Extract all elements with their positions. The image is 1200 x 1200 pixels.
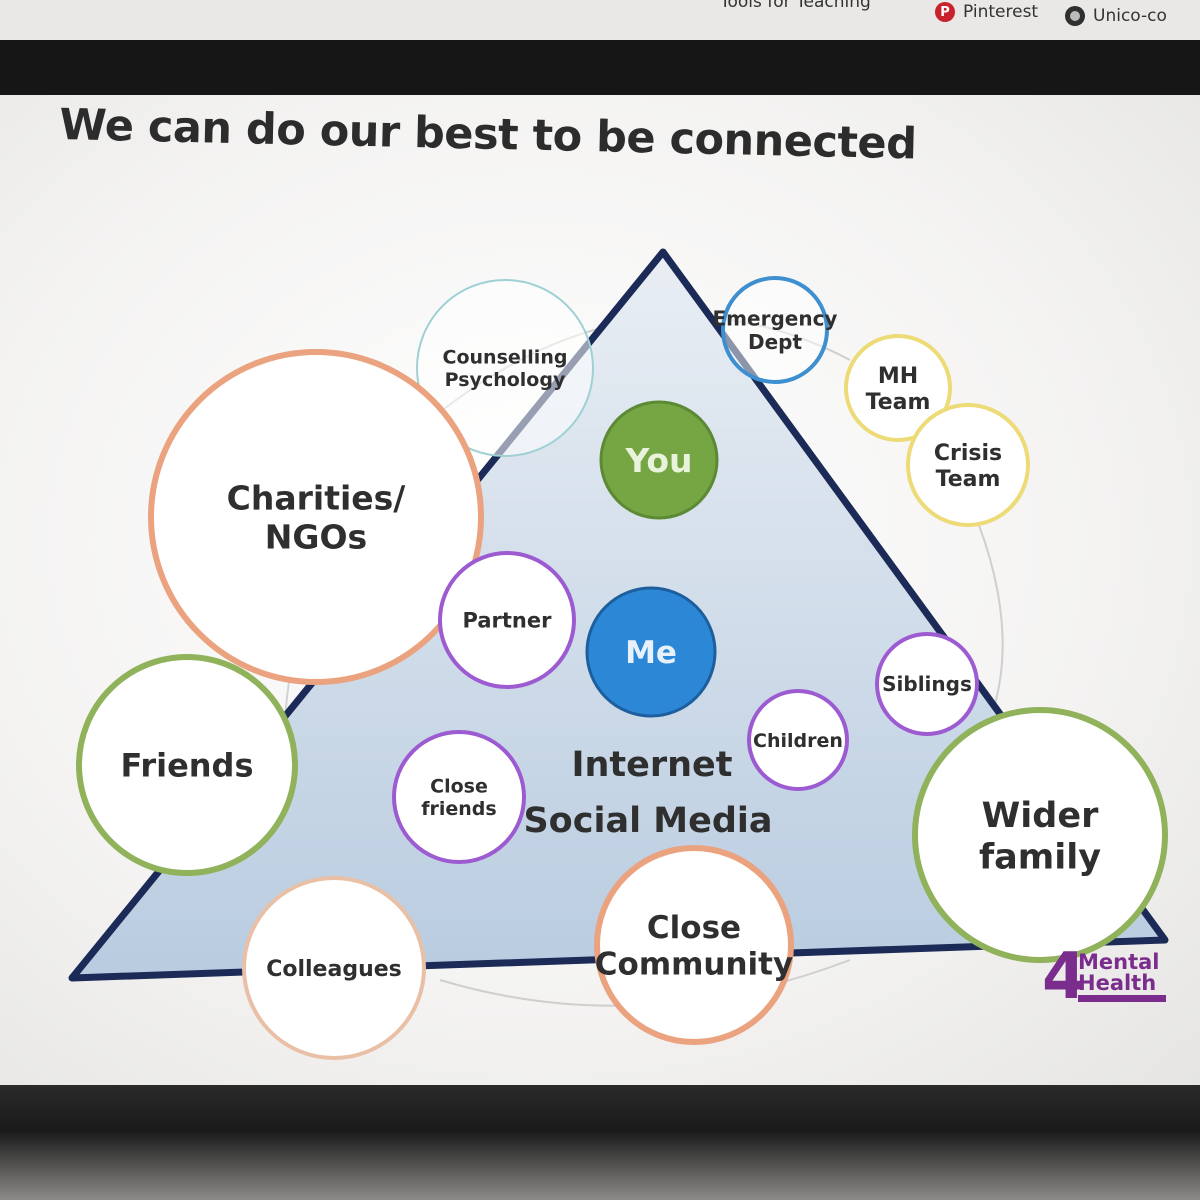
bookmark-unico-co[interactable]: Unico-co <box>1065 6 1167 26</box>
node-label: friends <box>421 798 496 820</box>
node-you: You <box>599 400 719 520</box>
node-friends: Friends <box>76 654 298 876</box>
node-label: Counselling <box>443 347 568 369</box>
monitor-bezel-bottom <box>0 1085 1200 1200</box>
node-label: Team <box>866 390 931 415</box>
node-circle <box>599 400 719 520</box>
globe-icon <box>1065 6 1085 26</box>
node-circle <box>416 279 594 457</box>
bookmark-label: Unico-co <box>1093 6 1167 26</box>
node-label: Team <box>936 467 1001 492</box>
logo-tagline-bar <box>1078 995 1166 1002</box>
node-circle <box>844 334 952 442</box>
logo-word-2: Health <box>1078 971 1157 995</box>
bookmark-pinterest[interactable]: P Pinterest <box>935 2 1038 22</box>
node-label: Wider <box>982 796 1099 836</box>
node-label: MH <box>878 364 918 389</box>
pinterest-icon: P <box>935 2 955 22</box>
bookmark-label: Tools for Teaching <box>720 0 871 12</box>
node-label: Charities/ <box>227 478 407 517</box>
node-label: Me <box>625 635 677 671</box>
node-label: Colleagues <box>266 957 402 982</box>
node-label: Psychology <box>445 369 566 391</box>
bookmark-tools-for-teaching[interactable]: Tools for Teaching <box>720 0 871 14</box>
center-label-line-1: Internet <box>571 745 732 785</box>
node-charities: Charities/NGOs <box>148 349 484 685</box>
monitor-bezel-top <box>0 40 1200 95</box>
4-mental-health-logo: 4 Mental Health <box>1040 945 1170 1025</box>
node-label: Crisis <box>934 441 1002 466</box>
node-label: Community <box>595 946 793 982</box>
node-colleagues: Colleagues <box>242 876 426 1060</box>
bookmark-label: Pinterest <box>963 2 1039 22</box>
node-label: You <box>624 441 692 480</box>
logo-word-1: Mental <box>1078 950 1160 974</box>
node-circle <box>594 845 794 1045</box>
node-label: Dept <box>748 330 802 354</box>
node-label: Close <box>647 910 741 946</box>
node-siblings: Siblings <box>875 632 979 736</box>
node-label: Partner <box>463 609 553 633</box>
node-circle <box>392 730 526 864</box>
node-circle <box>438 551 576 689</box>
center-label-line-2: Social Media <box>523 801 772 841</box>
node-me: Me <box>585 586 717 718</box>
node-circle <box>721 276 829 384</box>
node-label: family <box>979 837 1101 877</box>
node-circle <box>242 876 426 1060</box>
node-label: Emergency <box>713 306 838 330</box>
node-label: Close <box>430 776 488 798</box>
node-circle <box>76 654 298 876</box>
node-label: NGOs <box>265 517 367 556</box>
node-circle <box>912 707 1168 963</box>
node-children: Children <box>747 689 849 791</box>
node-circle <box>906 403 1030 527</box>
node-label: Siblings <box>882 672 972 696</box>
node-circle <box>747 689 849 791</box>
node-label: Friends <box>121 747 254 785</box>
node-circle <box>148 349 484 685</box>
node-circle <box>875 632 979 736</box>
node-circle <box>585 586 717 718</box>
bookmarks-bar: Tools for Teaching P Pinterest Unico-co <box>0 0 1200 40</box>
node-label: Children <box>753 730 843 752</box>
node-partner: Partner <box>438 551 576 689</box>
